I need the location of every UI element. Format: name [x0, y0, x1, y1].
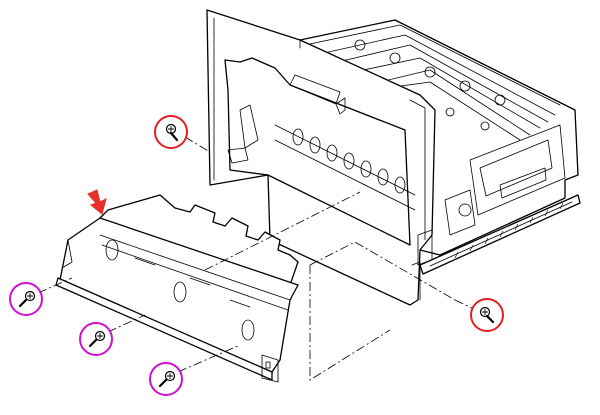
red-arrow-icon	[87, 189, 107, 215]
screw-icon	[158, 370, 176, 388]
screw-callout-lower-right	[470, 298, 504, 332]
screw-icon	[18, 290, 36, 308]
feed-rollers	[274, 124, 416, 211]
screw-callout-left	[9, 282, 43, 316]
screw-callout-bottom	[149, 362, 183, 396]
screw-icon	[88, 330, 106, 348]
screw-callout-middle	[79, 322, 113, 356]
screw-callout-upper-left	[154, 115, 188, 149]
screw-icon	[165, 123, 179, 142]
removed-panel	[55, 194, 299, 383]
screw-icon	[479, 306, 495, 324]
printer-unit	[206, 9, 581, 306]
leader-lines	[37, 136, 473, 381]
